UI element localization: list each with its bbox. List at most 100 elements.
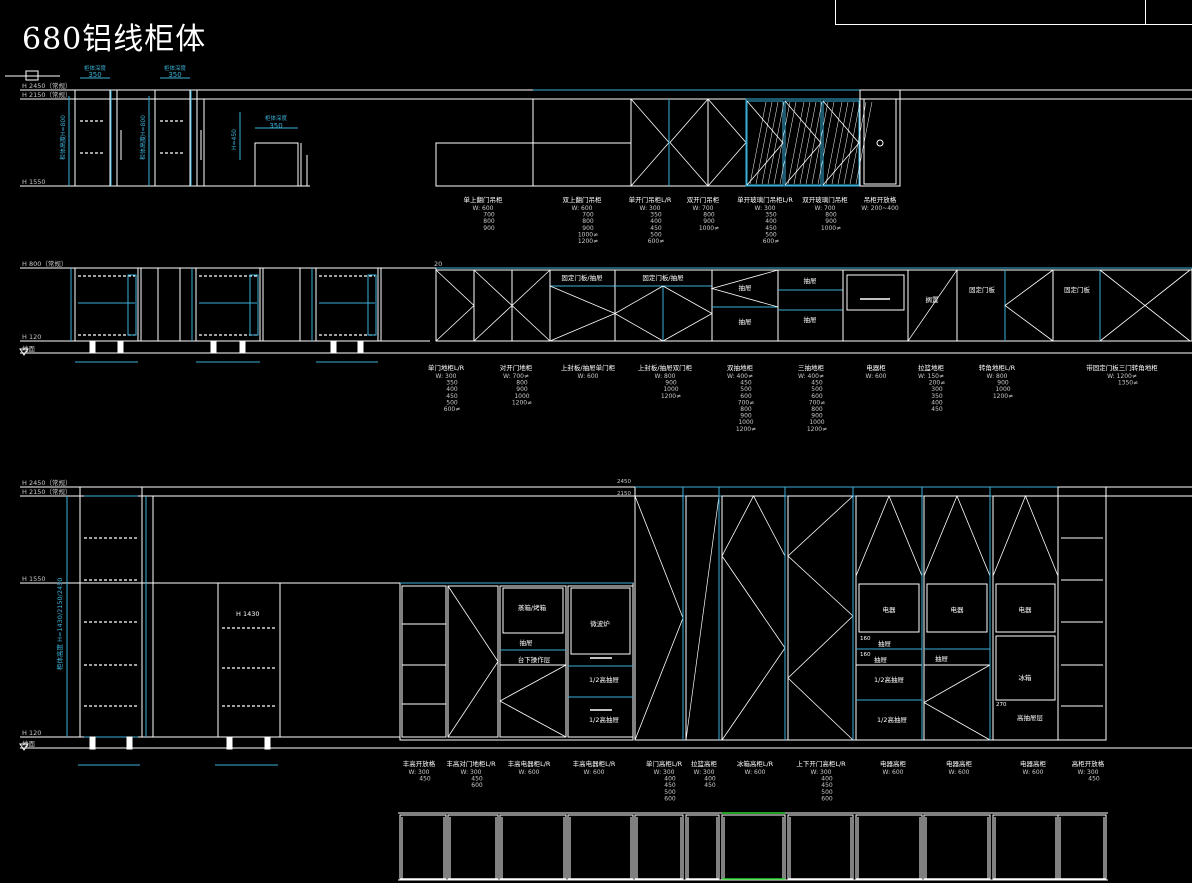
glass-hatch (749, 101, 767, 185)
drawing-title: 680铝线柜体 (22, 22, 207, 57)
depth-dim-value: 350 (168, 71, 181, 79)
plan-cabinet (1057, 814, 1107, 881)
glass-hatch (755, 101, 773, 185)
row1-caption-width: 700 (582, 212, 594, 219)
profile-detail (249, 274, 259, 336)
row2-caption-width: 600≠ (444, 406, 460, 413)
row2-caption-width: 1000 (663, 386, 678, 393)
row3-caption-width: 600 (821, 795, 833, 802)
row2-caption-name: 上封板/抽屉单门柜 (561, 363, 616, 372)
row3-caption-width: W: 300 (811, 769, 832, 776)
row3-caption-width: W: 600 (745, 769, 766, 776)
level-label-row1: H 2450（常规） (22, 81, 72, 90)
row1-caption-name: 单开玻璃门吊柜L/R (737, 195, 793, 204)
mark-2450: 2450 (617, 479, 631, 485)
row1-caption-name: 双上翻门吊柜 (563, 195, 603, 204)
profile-detail (127, 274, 137, 336)
row1-caption-width: 1000≠ (699, 225, 719, 232)
row1-caption-name: 双开门吊柜 (687, 195, 720, 204)
plan-cabinet (923, 814, 991, 881)
h1430-label: H 1430 (236, 610, 260, 618)
cabinet-up-door-pair (707, 98, 747, 187)
row1-caption-width: 1000≠ (578, 231, 598, 238)
drawer-label: 抽屉 (874, 655, 888, 664)
basket-diag (685, 495, 720, 741)
row3-caption-name: 上下开门高柜L/R (796, 759, 846, 768)
glass-hatch (817, 101, 835, 185)
plan-cabinet (399, 814, 447, 881)
row3-caption-name: 电器高柜 (946, 759, 973, 768)
row1-caption-width: 600≠ (648, 238, 664, 245)
row1-caption-width: 400 (765, 218, 777, 225)
row3-caption-name: 丰高对门地柜L/R (446, 759, 496, 768)
row2-caption-width: W: 400≠ (798, 373, 824, 380)
base-door-b (511, 269, 551, 342)
glass-hatch (779, 101, 797, 185)
depth-dim-caption: 柜体深度 (84, 64, 107, 72)
row3-caption-name: 冰箱高柜L/R (737, 759, 774, 768)
drawer-label: 抽屉 (878, 639, 892, 648)
tall-fridge (721, 495, 786, 741)
door-open-mark (447, 585, 499, 738)
depth-dim-value: 350 (269, 122, 282, 130)
row2-caption-width: W: 800 (655, 373, 676, 380)
door-open-mark (710, 269, 779, 308)
row1-caption-width: 800 (825, 212, 837, 219)
row2-caption-width: 400 (931, 399, 943, 406)
base-side-section (315, 267, 379, 342)
row3-caption-width: W: 600 (883, 769, 904, 776)
semi-door (447, 585, 499, 738)
door-open-mark (1099, 269, 1146, 342)
row1-caption-width: 900 (582, 225, 594, 232)
row3-caption-width: 500 (821, 789, 833, 796)
glass-hatch (843, 101, 861, 185)
door-open-mark (634, 495, 684, 741)
row2-caption-width: W: 300 (436, 373, 457, 380)
glass-hatch (773, 101, 791, 185)
row1-caption-width: 500 (650, 231, 662, 238)
level-label-row3: H 120 (22, 729, 41, 737)
leg (210, 340, 217, 354)
row2-caption-name: 双抽地柜 (727, 363, 754, 372)
tall-side-section (79, 486, 143, 738)
fixed-door-label: 固定门板 (969, 285, 996, 294)
row2-caption-width: 800 (740, 406, 752, 413)
row2-caption-width: W: 600 (578, 373, 599, 380)
row3-caption-width: 500 (664, 789, 676, 796)
plan-cabinet (721, 814, 786, 881)
door-open-mark (721, 495, 786, 557)
glass-hatch (849, 101, 867, 185)
row2-caption-width: 500 (740, 386, 752, 393)
row2-caption-name: 拉篮地柜 (918, 363, 945, 372)
glass-hatch (837, 101, 855, 185)
door-open-mark (787, 495, 854, 617)
door-open-mark (1004, 269, 1054, 342)
base-door-a (473, 269, 513, 342)
row2-caption-width: W: 1200≠ (1107, 373, 1137, 380)
row1-caption-width: 1200≠ (578, 238, 598, 245)
row2-caption-width: 350 (931, 393, 943, 400)
tall-run (634, 486, 1059, 741)
row1-caption-width: 800 (703, 212, 715, 219)
row1-caption-width: 400 (650, 218, 662, 225)
row1-caption-width: W: 300 (640, 205, 661, 212)
row2-caption-width: W: 600 (866, 373, 887, 380)
platform-label: 台下操作层 (518, 655, 551, 664)
leg (357, 340, 364, 354)
appliance-label: 电器 (951, 605, 965, 614)
row1-caption-width: W: 700 (815, 205, 836, 212)
side-height-label: 柜体高度H=800 (139, 115, 147, 160)
row2-caption-width: 800 (811, 406, 823, 413)
level-label-row3: H 1550 (22, 575, 46, 583)
row2-caption-width: 1200≠ (993, 393, 1013, 400)
fridge-box (995, 635, 1056, 701)
door-open-mark (435, 269, 475, 342)
pullout-label: 1/2高抽屉 (877, 715, 907, 724)
door-open-mark (499, 664, 567, 738)
row1-caption-name: 单上翻门吊柜 (464, 195, 504, 204)
leg (117, 340, 124, 354)
row2-caption-name: 带固定门板三门转角地柜 (1086, 363, 1158, 372)
side-height-label: 柜体高度H=800 (59, 115, 67, 160)
pullout-label: 1/2高抽屉 (874, 675, 904, 684)
